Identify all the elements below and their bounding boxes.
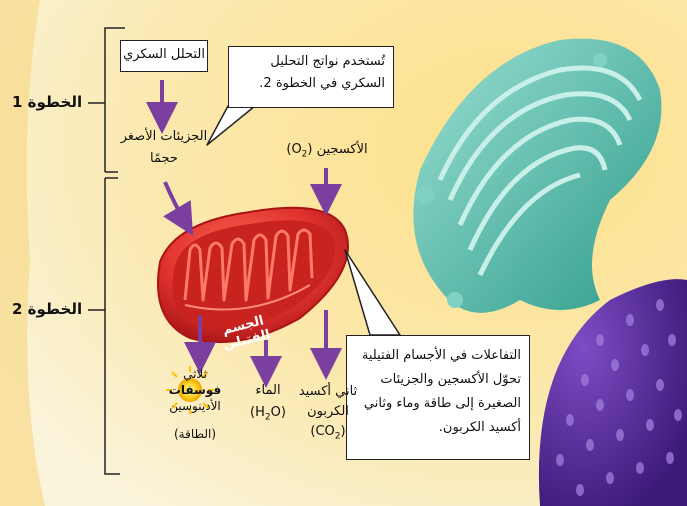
callout-reactions-line-3: الصغيرة إلى طاقة وماء وثاني [355,392,521,416]
callout-reactions-box: التفاعلات في الأجسام الفتيلية تحوّل الأك… [346,335,530,460]
step-1-label: الخطوة 1 [12,93,86,111]
small-molecules-line-2: حجمًا [110,148,218,170]
small-molecules-label: الجزيئات الأصغر حجمًا [110,126,218,170]
co2-label: ثاني أكسيد الكربون (CO2) [292,382,364,447]
co2-line-1: ثاني أكسيد [292,382,364,402]
callout-reactions-line-2: تحوّل الأكسجين والجزيئات [355,368,521,392]
water-name: الماء [240,380,296,402]
oxygen-label: الأكسجين (O2) [272,142,382,160]
atp-line-2: فوسفات [160,382,230,398]
water-label: الماء (H2O) [240,380,296,429]
small-molecules-line-1: الجزيئات الأصغر [110,126,218,148]
glycolysis-label: التحلل السكري [123,47,205,62]
atp-line-3: الأدينوسين [160,398,230,414]
water-formula: (H2O) [240,402,296,429]
callout-products-line-2: السكري في الخطوة 2. [237,73,385,95]
callout-products-box: تُستخدم نواتج التحليل السكري في الخطوة 2… [228,46,394,108]
water-formula-o: O) [271,405,286,420]
water-formula-h: (H [250,405,265,420]
atp-label: ثلاثي فوسفات الأدينوسين (الطاقة) [160,366,230,442]
step-2-label: الخطوة 2 [12,300,86,318]
callout-reactions-line-1: التفاعلات في الأجسام الفتيلية [355,344,521,368]
callout-reactions-line-4: أكسيد الكربون. [355,416,521,440]
co2-line-2: الكربون [292,402,364,422]
co2-formula-close: ) [341,424,346,439]
co2-formula-c: (CO [310,424,334,439]
atp-line-1: ثلاثي [160,366,230,382]
co2-formula: (CO2) [292,422,364,447]
glycolysis-box: التحلل السكري [120,40,208,72]
atp-line-4: (الطاقة) [160,426,230,442]
callout-products-line-1: تُستخدم نواتج التحليل [237,51,385,73]
